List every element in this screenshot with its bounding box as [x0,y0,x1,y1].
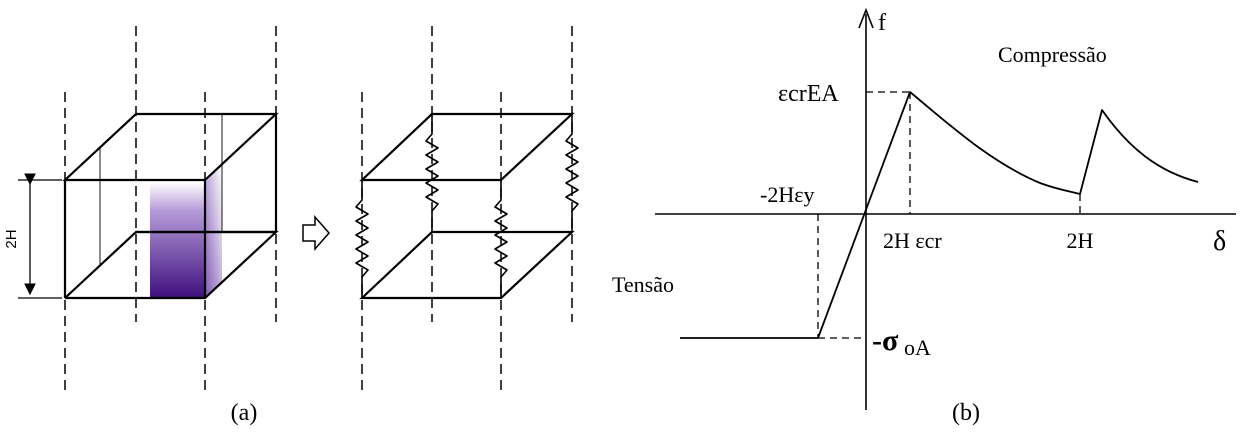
reference-lines [817,91,1081,339]
dashed-guides-spring-block [361,26,573,392]
x-axis-label: δ [1213,226,1226,257]
neg-sigma-subscript: oA [904,335,931,360]
springs [355,114,579,298]
panel-a: 2H (a) [3,26,579,426]
two-h-label: 2H [1067,228,1094,253]
neg-yield-disp-label: -2Hεy [760,182,814,207]
force-displacement-curve [680,91,1199,339]
spring-frame [359,112,575,300]
y-axis-label: f [878,10,886,36]
compression-label: Compressão [998,42,1107,67]
solid-cube [62,112,279,300]
height-dimension [18,173,62,299]
panel-b: f δ Compressão Tensão εcrEA -2Hεy 2H εcr… [612,7,1236,426]
y-axis-arrow-icon [858,7,874,29]
caption-a: (a) [231,400,258,426]
neg-sigma-label: -σ oA [872,324,931,360]
tension-label: Tensão [612,272,674,297]
peak-force-label: εcrEA [778,81,839,107]
internal-guides [64,113,223,265]
critical-disp-label: 2H εcr [883,228,942,253]
height-label: 2H [3,229,20,248]
transform-arrow-icon [302,215,330,251]
neg-sigma-main: -σ [872,324,899,357]
caption-b: (b) [952,400,980,426]
